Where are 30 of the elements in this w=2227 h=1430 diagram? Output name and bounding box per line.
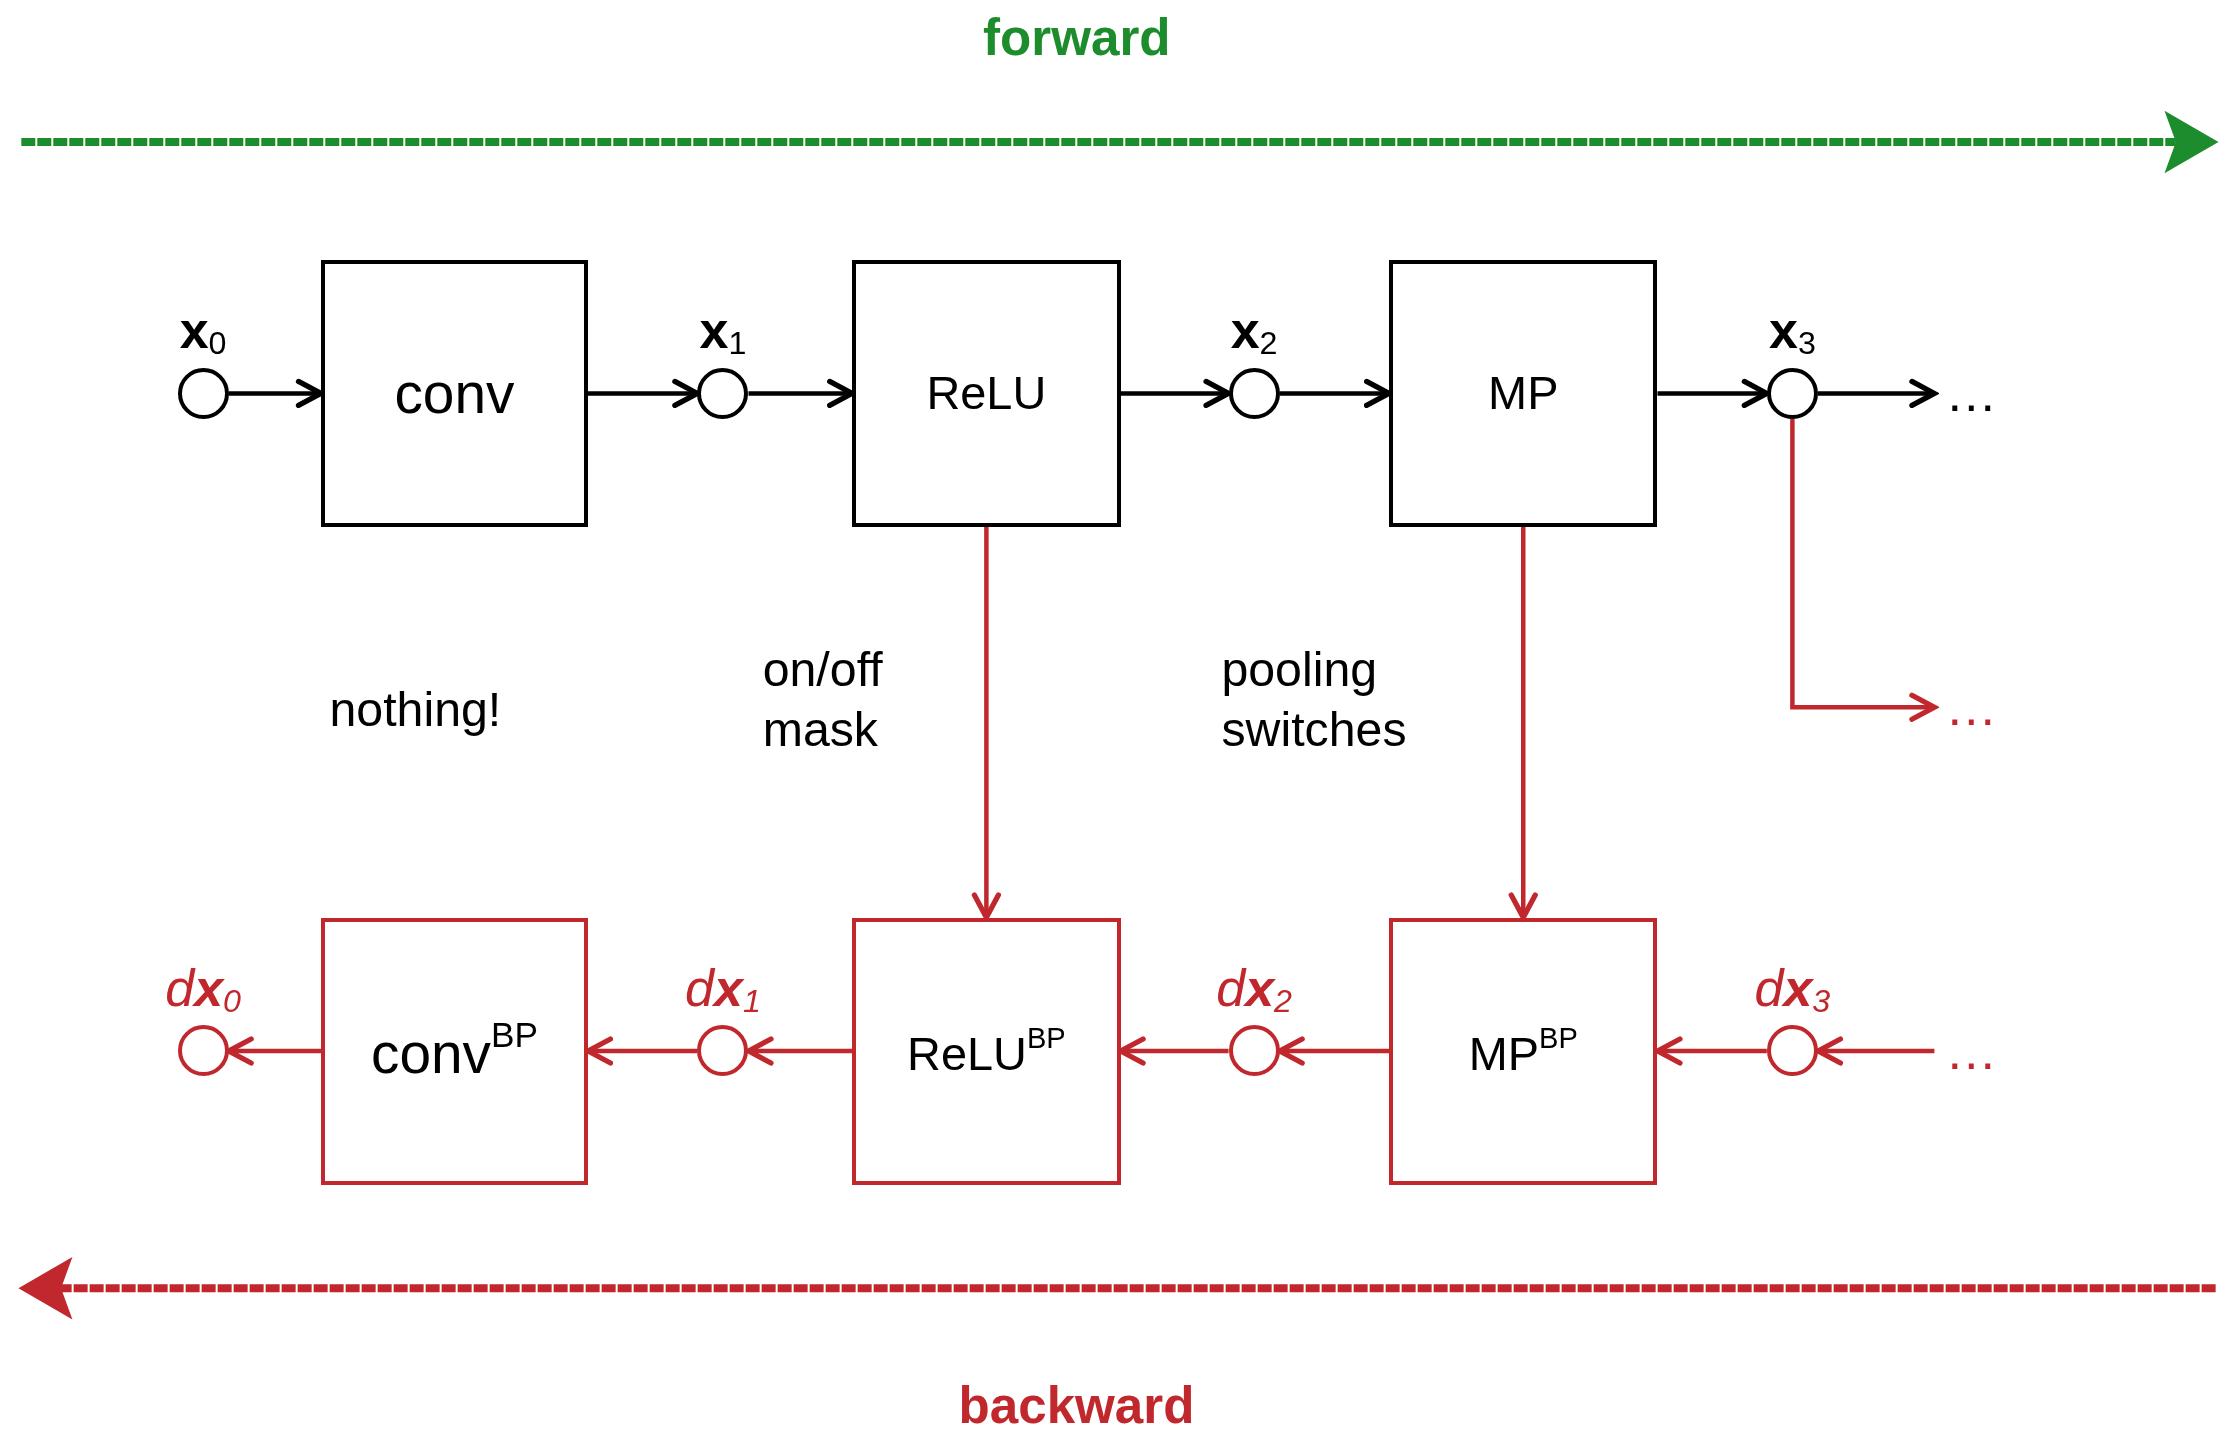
arrow (1790, 419, 1938, 722)
variable-label: dx$_{3}$ (1754, 961, 1831, 1018)
variable-label: x$_{3}$ (1768, 303, 1816, 360)
box-label: MP$^{BP}$ (1468, 1021, 1578, 1081)
variable-label: dx$_{1}$ (685, 961, 761, 1018)
process-box (852, 259, 1121, 527)
arrow (1817, 378, 1938, 409)
process-box (320, 917, 588, 1185)
box-label: ReLU$^{BP}$ (907, 1021, 1066, 1081)
direction-label: forward (983, 8, 1171, 69)
annotation-text: on/off mask (762, 641, 884, 759)
variable-label: dx$_{0}$ (165, 961, 241, 1018)
ellipsis-text: … (1934, 678, 2009, 736)
process-box (1389, 917, 1658, 1185)
ellipsis-text: … (1934, 365, 2009, 422)
variable-label: dx$_{2}$ (1216, 961, 1292, 1018)
box-label: ReLU (926, 366, 1047, 421)
annotation-text: pooling switches (1221, 641, 1408, 759)
process-box (320, 259, 588, 527)
ellipsis-text: … (1934, 1022, 2009, 1080)
direction-label: backward (958, 1376, 1195, 1430)
process-box (1389, 259, 1658, 527)
box-label: conv$^{BP}$ (371, 1015, 538, 1087)
box-label: conv (394, 360, 515, 426)
annotation-text: nothing! (329, 680, 502, 738)
variable-label: x$_{2}$ (1230, 303, 1278, 360)
variable-label: x$_{1}$ (699, 303, 747, 360)
variable-label: x$_{0}$ (179, 303, 227, 360)
process-box (852, 917, 1121, 1185)
box-label: MP (1488, 366, 1559, 421)
